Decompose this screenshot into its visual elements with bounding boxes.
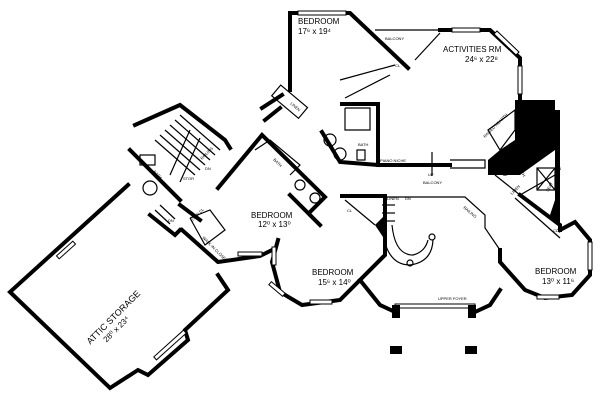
room-name-bedroom-north: BEDROOM (298, 17, 340, 26)
label-dn-foyer: DN (405, 196, 411, 201)
bedroom-se-walls (498, 197, 593, 301)
attic-storage-walls (7, 182, 231, 391)
room-name-upper-foyer: UPPER FOYER (438, 296, 467, 301)
bedroom-mid-walls (177, 132, 328, 265)
label-cl-se: CL (553, 228, 559, 233)
label-stor: STOR (183, 176, 194, 181)
west-stair-area (127, 102, 283, 238)
bedroom-north-walls (259, 10, 440, 111)
room-size-bedroom-se: 13⁰ x 11⁶ (542, 277, 574, 286)
label-bath-north: BATH (358, 142, 368, 147)
room-name-activities: ACTIVITIES RM (443, 45, 502, 54)
room-size-activities: 24⁶ x 22⁸ (465, 55, 498, 64)
room-name-bedroom-se: BEDROOM (535, 267, 577, 276)
label-cl-sw: CL (347, 208, 353, 213)
label-bath-se: BATH (517, 166, 527, 178)
label-dn-west: DN (205, 166, 211, 171)
label-piano-niche: PIANO NICHE (380, 158, 406, 163)
attic-label: ATTIC STORAGE 28⁰ x 23⁴ (85, 288, 143, 346)
label-cl-north: CL (395, 63, 401, 68)
bedroom-sw-walls (268, 194, 387, 308)
upper-foyer-walls (357, 196, 503, 354)
north-bath (270, 84, 381, 168)
room-name-bedroom-mid: BEDROOM (251, 211, 293, 220)
label-dn-attic: DN (168, 218, 174, 223)
room-size-bedroom-sw: 15⁶ x 14⁰ (318, 278, 351, 287)
room-name-balcony-main: BALCONY (423, 180, 442, 185)
label-raised-hearth: RAISED HEARTH (482, 112, 509, 139)
label-seat: SEAT (545, 181, 555, 193)
label-linen-se: LINEN (509, 184, 521, 196)
label-linen-north: LINEN (289, 101, 301, 112)
label-up: UP (428, 172, 434, 177)
room-size-bedroom-mid: 12⁰ x 13⁰ (258, 220, 291, 229)
activities-room-walls (376, 27, 555, 176)
label-bath-mid: BATH (272, 157, 283, 168)
room-name-bedroom-sw: BEDROOM (312, 268, 354, 277)
label-bath-west: BATH (152, 169, 163, 180)
room-name-balcony-north: BALCONY (385, 36, 404, 41)
room-size-bedroom-north: 17⁶ x 19⁴ (298, 27, 332, 36)
label-linen-foyer: LINEN (387, 196, 399, 201)
